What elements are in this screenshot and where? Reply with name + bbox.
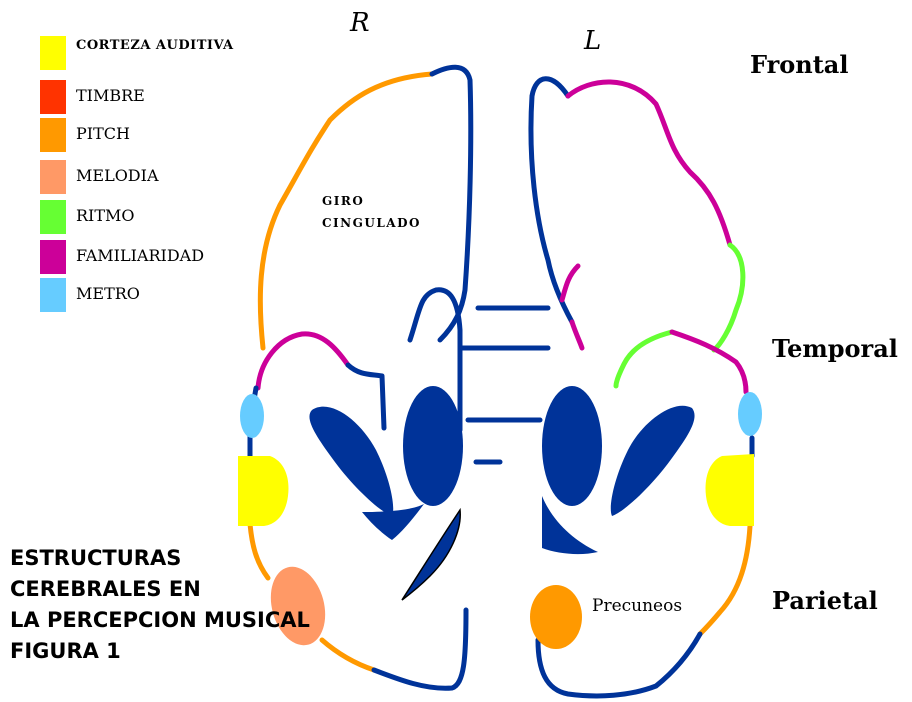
left-temporal-rhythm-outline xyxy=(714,245,743,350)
figure-caption: ESTRUCTURAS CEREBRALES EN LA PERCEPCION … xyxy=(10,543,310,667)
legend-swatch xyxy=(40,80,66,114)
left-parietal-pitch-outline xyxy=(700,526,750,634)
right-thalamus xyxy=(403,386,463,506)
legend-swatch xyxy=(40,118,66,152)
caption-line: FIGURA 1 xyxy=(10,636,310,667)
caption-line: LA PERCEPCION MUSICAL xyxy=(10,605,310,636)
legend-item-timbre: TIMBRE xyxy=(40,80,300,114)
right-hemisphere-label: R xyxy=(350,8,370,38)
legend-item-auditory-cortex: CORTEZA AUDITIVA xyxy=(40,36,300,70)
right-occipital-outline xyxy=(374,610,466,688)
midline-tract xyxy=(402,510,460,600)
left-metro-region xyxy=(738,392,762,436)
right-temporal-inner-outline xyxy=(348,365,384,428)
legend-swatch xyxy=(40,278,66,312)
legend-label: METRO xyxy=(76,284,140,303)
legend-swatch xyxy=(40,160,66,194)
right-auditory-cortex xyxy=(238,456,288,526)
legend-label: FAMILIARIDAD xyxy=(76,246,204,265)
legend-swatch xyxy=(40,200,66,234)
left-thalamus xyxy=(542,386,602,506)
legend-swatch xyxy=(40,36,66,70)
cingulate-label-line1: GIRO xyxy=(322,190,421,212)
cingulate-gyrus-label: GIRO CINGULADO xyxy=(322,190,421,234)
legend-item-metro: METRO xyxy=(40,278,300,312)
legend-item-pitch: PITCH xyxy=(40,118,300,152)
legend-label: PITCH xyxy=(76,124,130,143)
cingulate-label-line2: CINGULADO xyxy=(322,212,421,234)
left-frontal-familiarity-outline xyxy=(568,82,730,245)
temporal-lobe-label: Temporal xyxy=(772,334,898,363)
precuneus-label: Precuneos xyxy=(592,596,682,616)
legend-label: RITMO xyxy=(76,206,135,225)
right-occipital-pitch-outline xyxy=(322,640,374,670)
legend-item-rhythm: RITMO xyxy=(40,200,300,234)
right-caudate-wedge xyxy=(309,407,393,516)
left-auditory-cortex xyxy=(706,454,754,526)
legend-label: MELODIA xyxy=(76,166,159,185)
legend-swatch xyxy=(40,240,66,274)
legend-item-melody: MELODIA xyxy=(40,160,300,194)
left-caudate-wedge xyxy=(611,406,695,516)
left-inner-familiarity-hook xyxy=(562,266,578,300)
right-metro-region xyxy=(240,394,264,438)
parietal-lobe-label: Parietal xyxy=(772,586,878,615)
left-hemisphere-label: L xyxy=(584,26,601,56)
legend-label: TIMBRE xyxy=(76,86,145,105)
left-temporal-rhythm-inner xyxy=(616,332,672,386)
left-temporal-familiarity-outline xyxy=(672,332,746,392)
left-inner-familiarity-outline xyxy=(572,322,582,348)
precuneus-region xyxy=(530,585,582,649)
frontal-lobe-label: Frontal xyxy=(750,50,848,79)
right-temporal-familiarity-outline xyxy=(258,334,348,388)
caption-line: ESTRUCTURAS xyxy=(10,543,310,574)
caption-line: CEREBRALES EN xyxy=(10,574,310,605)
legend-label: CORTEZA AUDITIVA xyxy=(76,38,234,53)
legend-item-familiarity: FAMILIARIDAD xyxy=(40,240,300,274)
